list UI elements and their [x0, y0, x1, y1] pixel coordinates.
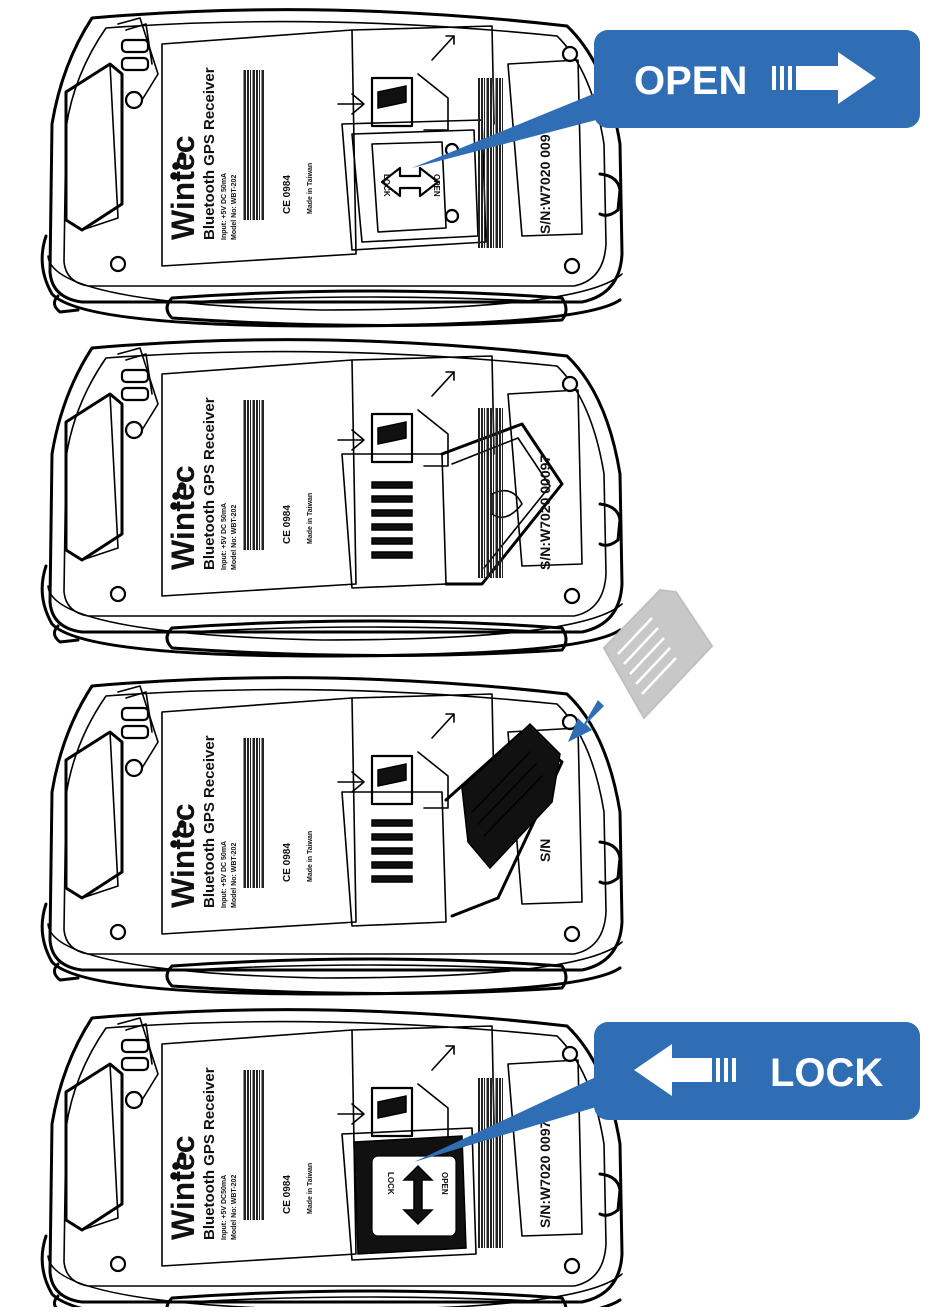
- lock-callout-pointer: [414, 1076, 606, 1162]
- microsd-hint-icon: [336, 34, 456, 132]
- serial-barcode: [478, 408, 504, 578]
- microsd-hint-icon: [336, 370, 456, 468]
- open-label: OPEN: [634, 59, 747, 103]
- slot-lock-text: LOCK: [382, 174, 391, 197]
- serial-number: S/N:W7020 0097: [537, 126, 553, 234]
- microsd-card-ghost: [602, 588, 714, 720]
- slot-lock-text: LOCK: [386, 1172, 395, 1195]
- lock-label: LOCK: [770, 1051, 883, 1095]
- slide-direction-icon: [402, 1164, 434, 1226]
- ce-mark: CE 0984: [282, 505, 293, 544]
- serial-number: S/N:W7020 0097: [537, 1120, 553, 1228]
- product-name: Bluetooth GPS Receiver: [201, 397, 218, 570]
- model-number: Model No: WBT-202: [231, 843, 238, 908]
- slide-direction-icon: [380, 166, 440, 198]
- lock-callout-box: [594, 1022, 920, 1120]
- card-contacts: [371, 819, 413, 883]
- label-barcode: [242, 738, 264, 888]
- ce-mark: CE 0984: [282, 175, 293, 214]
- step-2-hinge-lifted: Wintec Bluetooth GPS Receiver Input: +5V…: [40, 338, 624, 658]
- serial-number: S/N: [537, 839, 553, 862]
- origin-text: Made in Taiwan: [307, 163, 314, 214]
- origin-text: Made in Taiwan: [307, 831, 314, 882]
- input-rating: Input: +5V DC 50mA: [221, 173, 228, 240]
- product-name: Bluetooth GPS Receiver: [201, 1067, 218, 1240]
- brand-logo: Wintec: [165, 135, 201, 240]
- serial-barcode: [478, 1078, 504, 1248]
- serial-number: S/N:W7020 00097: [537, 455, 553, 570]
- label-barcode: [242, 1070, 264, 1220]
- device-body: [40, 676, 624, 996]
- brand-logo: Wintec: [165, 465, 201, 570]
- card-contacts: [371, 481, 413, 559]
- right-arrow-icon: [772, 52, 876, 104]
- microsd-card-in-slot: [461, 722, 561, 870]
- microsd-hint-icon: [336, 712, 456, 810]
- lock-callout: LOCK: [414, 1022, 920, 1162]
- product-name: Bluetooth GPS Receiver: [201, 735, 218, 908]
- brand-logo: Wintec: [165, 1135, 201, 1240]
- label-barcode: [242, 400, 264, 550]
- left-arrow-icon: [634, 1044, 736, 1096]
- open-callout-pointer: [412, 92, 604, 168]
- device-body: [40, 1008, 624, 1312]
- step-1-open-slot: Wintec Bluetooth GPS Receiver Input: +5V…: [40, 8, 624, 328]
- microsd-hint-icon: [336, 1044, 456, 1142]
- device-body: [40, 8, 624, 328]
- model-number: Model No: WBT-202: [231, 505, 238, 570]
- input-rating: Input: +5V DC 50mA: [221, 841, 228, 908]
- serial-barcode: [478, 78, 504, 248]
- input-rating: Input: +5V DC50mA: [221, 1175, 228, 1240]
- step-3-insert-card: Wintec Bluetooth GPS Receiver Input: +5V…: [40, 676, 624, 996]
- model-number: Model No: WBT-202: [231, 1175, 238, 1240]
- origin-text: Made in Taiwan: [307, 1163, 314, 1214]
- device-body: [40, 338, 624, 658]
- insert-direction-arrow-icon: [568, 700, 604, 742]
- step-4-lock-slot: Wintec Bluetooth GPS Receiver Input: +5V…: [40, 1008, 624, 1312]
- input-rating: Input: +5V DC 50mA: [221, 503, 228, 570]
- ce-mark: CE 0984: [282, 843, 293, 882]
- open-callout: OPEN: [412, 30, 920, 168]
- slot-open-text: OPEN: [440, 1172, 449, 1195]
- brand-logo: Wintec: [165, 803, 201, 908]
- label-barcode: [242, 70, 264, 220]
- product-name: Bluetooth GPS Receiver: [201, 67, 218, 240]
- ce-mark: CE 0984: [282, 1175, 293, 1214]
- slot-open-text: OPEN: [432, 174, 441, 197]
- origin-text: Made in Taiwan: [307, 493, 314, 544]
- model-number: Model No: WBT-202: [231, 175, 238, 240]
